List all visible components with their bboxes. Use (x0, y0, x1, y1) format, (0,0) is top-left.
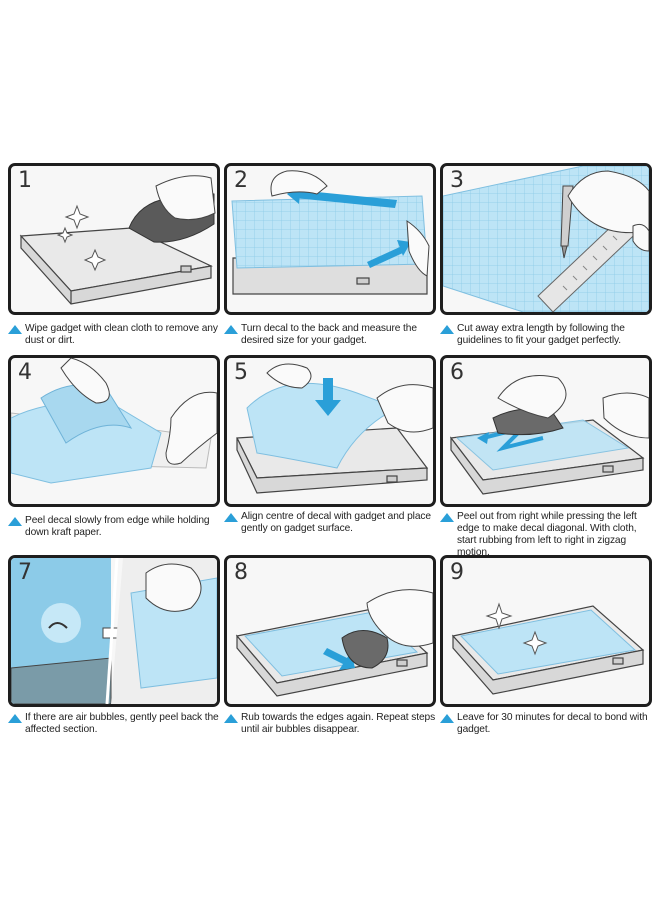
sparkle-icon (485, 602, 548, 656)
blue-triangle-icon (440, 513, 454, 522)
step-4-panel: 4 (8, 355, 220, 507)
laptop-icon (19, 227, 213, 305)
blue-triangle-icon (8, 325, 22, 334)
step-5-illustration (236, 363, 433, 494)
blue-triangle-icon (8, 714, 22, 723)
step-6-caption: Peel out from right while pressing the l… (440, 511, 658, 559)
hand-icon (270, 170, 430, 277)
step-7-panel: 7 (8, 555, 220, 707)
hand-icon (266, 363, 433, 433)
step-6-illustration (449, 375, 649, 495)
blue-triangle-icon (440, 714, 454, 723)
step-5-panel: 5 (224, 355, 436, 507)
blue-triangle-icon (224, 513, 238, 522)
hand-with-cloth-icon (492, 375, 649, 439)
step-1-illustration (19, 175, 216, 305)
peeled-corner (40, 384, 133, 444)
step-3-illustration (443, 166, 649, 312)
step-8-caption: Rub towards the edges again. Repeat step… (224, 712, 449, 736)
step-7-illustration (11, 558, 217, 704)
step-4-caption: Peel decal slowly from edge while holdin… (8, 515, 233, 539)
step-9-panel: 9 (440, 555, 652, 707)
step-number: 7 (18, 560, 32, 585)
step-number: 3 (450, 168, 464, 193)
step-6-panel: 6 (440, 355, 652, 507)
step-9-caption: Leave for 30 minutes for decal to bond w… (440, 712, 660, 736)
step-number: 6 (450, 360, 464, 385)
step-number: 8 (234, 560, 248, 585)
blue-triangle-icon (8, 517, 22, 526)
step-8-illustration (235, 589, 433, 697)
step-number: 4 (18, 360, 32, 385)
sparkle-icon (56, 204, 107, 272)
step-4-illustration (11, 358, 217, 484)
step-7-caption: If there are air bubbles, gently peel ba… (8, 712, 233, 736)
hand-icon (567, 170, 649, 252)
step-3-caption: Cut away extra length by following the g… (440, 323, 660, 347)
hand-with-cloth-icon (128, 175, 216, 243)
blue-triangle-icon (224, 325, 238, 334)
hand-icon (145, 563, 202, 612)
cutter-icon (560, 185, 574, 259)
blue-triangle-icon (224, 714, 238, 723)
step-2-panel: 2 (224, 163, 436, 315)
step-number: 1 (18, 168, 32, 193)
blue-arrow-icon (323, 648, 355, 670)
step-2-caption: Turn decal to the back and measure the d… (224, 323, 449, 347)
step-number: 9 (450, 560, 464, 585)
step-3-panel: 3 (440, 163, 652, 315)
step-5-caption: Align centre of decal with gadget and pl… (224, 511, 449, 535)
step-1-panel: 1 (8, 163, 220, 315)
hand-icon (60, 358, 217, 465)
hand-with-cloth-icon (341, 589, 433, 669)
step-number: 2 (234, 168, 248, 193)
decal-sheet (231, 195, 428, 269)
step-8-panel: 8 (224, 555, 436, 707)
blue-arrow-icon (315, 378, 341, 416)
blue-triangle-icon (440, 325, 454, 334)
step-1-caption: Wipe gadget with clean cloth to remove a… (8, 323, 233, 347)
step-2-illustration (231, 170, 430, 295)
decal-sheet (244, 611, 419, 677)
decal-sheet (460, 609, 637, 675)
step-number: 5 (234, 360, 248, 385)
step-9-illustration (451, 602, 645, 695)
